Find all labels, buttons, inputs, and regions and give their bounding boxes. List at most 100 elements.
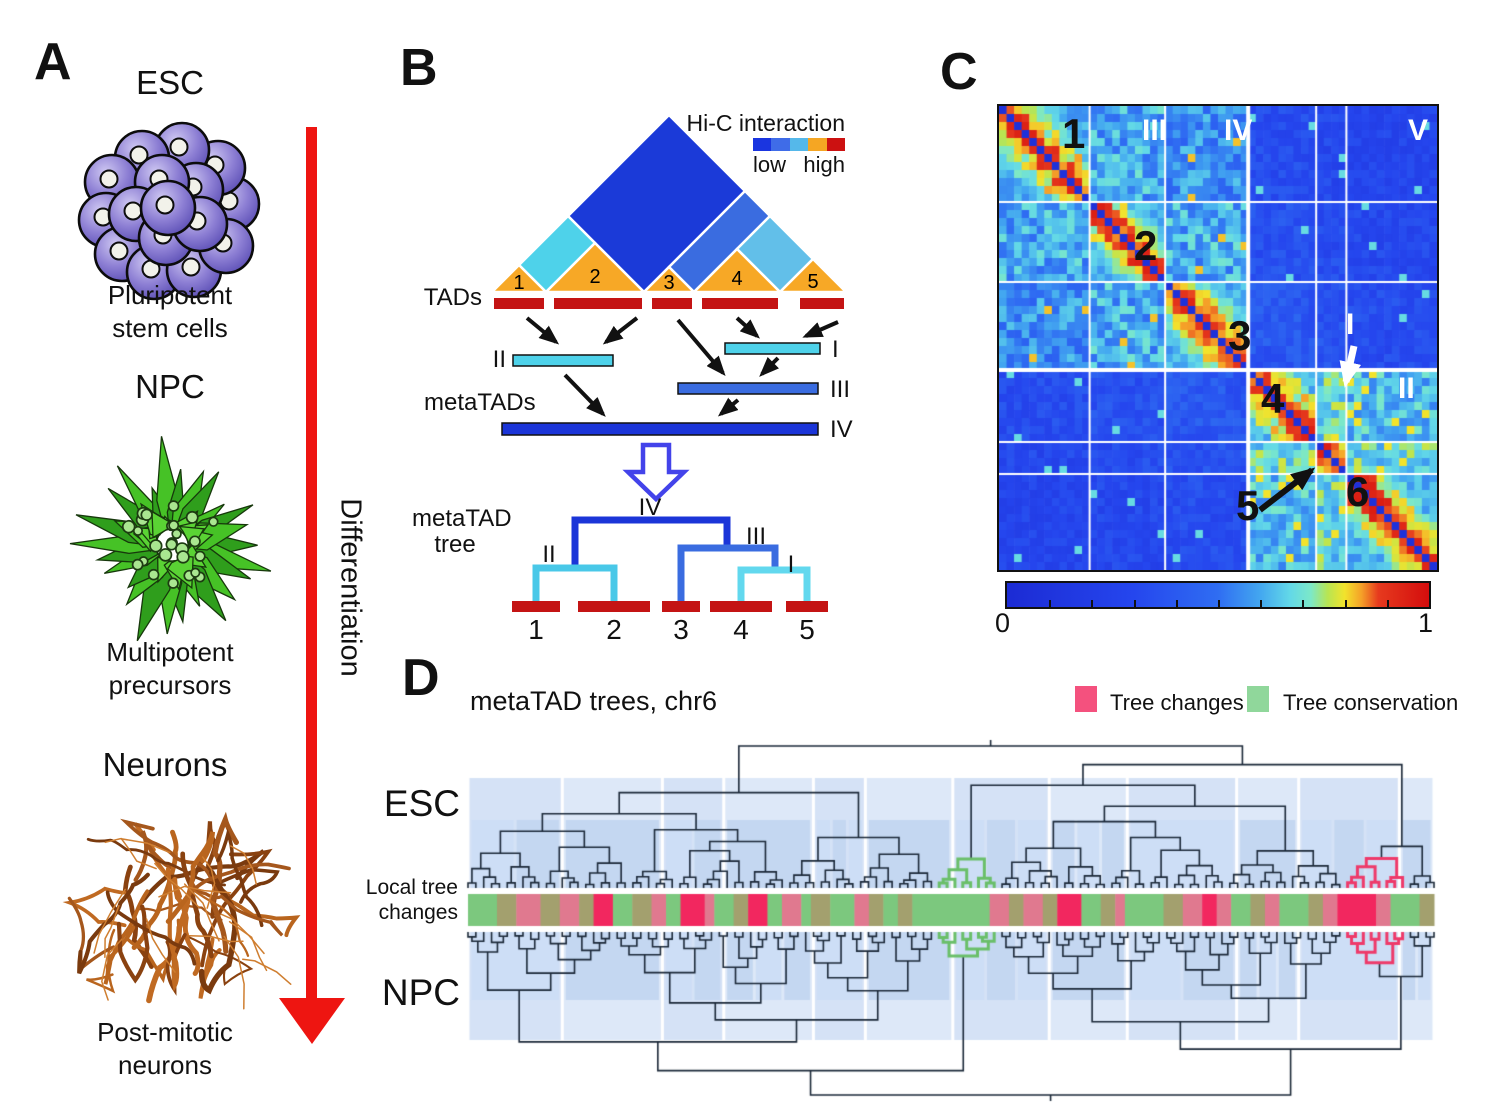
metatad-bar-iii: [677, 382, 819, 395]
neuron-branch: [116, 904, 150, 984]
tad-triangle-3: [640, 265, 698, 294]
neuron-branch: [186, 862, 291, 899]
neuron-twig: [120, 837, 157, 870]
npc-nucleus: [121, 519, 136, 534]
tree-leaf-5: 5: [799, 614, 815, 645]
npc-nucleus: [131, 558, 144, 571]
region-ii-label: II: [1398, 372, 1415, 405]
tad-triangle-5: [776, 257, 850, 294]
metatad-trees-chart: [460, 718, 1445, 1113]
tree-leaf-3: 3: [673, 614, 689, 645]
neuron-twig: [230, 845, 258, 885]
neuron-branch: [137, 902, 223, 921]
metatad-bar-i: [724, 342, 821, 355]
tree-conservation-label: Tree conservation: [1283, 690, 1459, 715]
tree-changes-label: Tree changes: [1110, 690, 1244, 715]
black-arrow-5: [1258, 467, 1316, 513]
region-v-label: V: [1408, 114, 1429, 147]
tad-number-1: 1: [513, 272, 524, 294]
neuron-branch: [188, 886, 250, 957]
esc-cell-nucleus: [109, 241, 129, 261]
merge-arrows: [525, 316, 839, 417]
hic-legend-high: high: [803, 152, 845, 177]
tad-bar-2: [554, 298, 642, 309]
neuron-branch: [209, 811, 239, 954]
metatad-iv-label: IV: [830, 416, 853, 443]
hic-legend-segment-2: [789, 138, 809, 151]
neuron-twig: [220, 913, 265, 955]
npc-nucleus: [140, 508, 153, 521]
npc-nucleus: [190, 567, 201, 578]
region-iv-label: IV: [1224, 114, 1253, 147]
tad-triangle-4: [690, 247, 784, 294]
neuron-twig: [101, 938, 123, 1001]
neuron-branch: [200, 848, 273, 968]
hic-legend-low: low: [753, 152, 787, 177]
neuron-twig: [145, 918, 176, 973]
colorbar-tick: [1175, 600, 1178, 607]
hic-legend-colorbar: [753, 138, 846, 151]
metatads-label: metaTADs: [424, 389, 536, 416]
neuron-twig: [201, 856, 216, 909]
esc-cell-nucleus: [155, 195, 175, 215]
esc-cell-nucleus: [181, 257, 201, 277]
colorbar-tick: [1344, 600, 1347, 607]
npc-nucleus: [167, 577, 179, 589]
metatad-tree-label-1: metaTAD: [412, 505, 512, 532]
tree-changes-swatch: [1075, 686, 1097, 712]
tad-number-3: 3: [663, 272, 674, 294]
npc-nucleus: [176, 550, 190, 564]
esc-caption-1: Pluripotent: [107, 280, 233, 310]
hic-legend-segment-1: [771, 138, 790, 151]
metatad-tree-label-2: tree: [434, 531, 476, 558]
tad-bar-1: [494, 298, 544, 309]
neuron-twig: [158, 885, 232, 898]
tree-leaf-bar-3: [662, 601, 700, 612]
local-tree-changes-label-1: Local tree: [365, 876, 458, 899]
differentiation-arrow-head: [279, 998, 345, 1044]
neuron-branch: [165, 831, 216, 924]
down-arrow-icon: [622, 442, 690, 503]
panel-c-label: C: [940, 43, 978, 101]
neuron-twig: [154, 862, 200, 908]
colorbar-min: 0: [995, 608, 1011, 638]
region-iii-label: III: [1142, 114, 1168, 147]
panel-a-label: A: [34, 33, 72, 91]
metatad-iii-label: III: [830, 376, 851, 403]
neuron-twig: [104, 837, 171, 854]
differentiation-label: Differentiation: [334, 498, 367, 677]
panel-b-label: B: [400, 39, 438, 97]
tree-node-ii-label: II: [542, 541, 556, 568]
tree-leaf-bar-4: [710, 601, 772, 612]
npc-nucleus: [165, 538, 178, 551]
tree-leaf-2: 2: [606, 614, 622, 645]
npc-nucleus: [168, 519, 180, 531]
npc-caption-1: Multipotent: [106, 637, 234, 667]
npc-nucleus: [194, 550, 206, 562]
tad-bar-4: [702, 298, 778, 309]
colorbar-tick: [1133, 600, 1136, 607]
colorbar-tick: [1260, 600, 1263, 607]
metatad-ii-label: II: [492, 346, 506, 373]
neurons-caption-2: neurons: [118, 1050, 212, 1080]
neuron-branch: [190, 880, 284, 937]
esc-cell-nucleus: [129, 145, 149, 165]
tad-triangle-2: [542, 241, 648, 294]
tree-leaf-4: 4: [733, 614, 749, 645]
npc-title: NPC: [135, 368, 205, 405]
tree-leaf-bar-5: [786, 601, 828, 612]
region-i-label: I: [1346, 308, 1355, 341]
metatad-bar-ii: [512, 354, 614, 367]
tree-leaf-bar-2: [578, 601, 650, 612]
tad-number-4: 4: [731, 268, 742, 290]
neuron-branch: [62, 886, 127, 928]
hic-legend-title: Hi-C interaction: [686, 110, 846, 136]
panel-d-label: D: [402, 649, 440, 707]
neuron-branch: [218, 888, 301, 938]
hic-heatmap: [997, 104, 1439, 572]
tad-triangle-1: [488, 263, 550, 294]
tad-number-2: 2: [589, 266, 600, 288]
npc-tree-label: NPC: [381, 972, 460, 1013]
npc-nucleus: [158, 548, 173, 562]
